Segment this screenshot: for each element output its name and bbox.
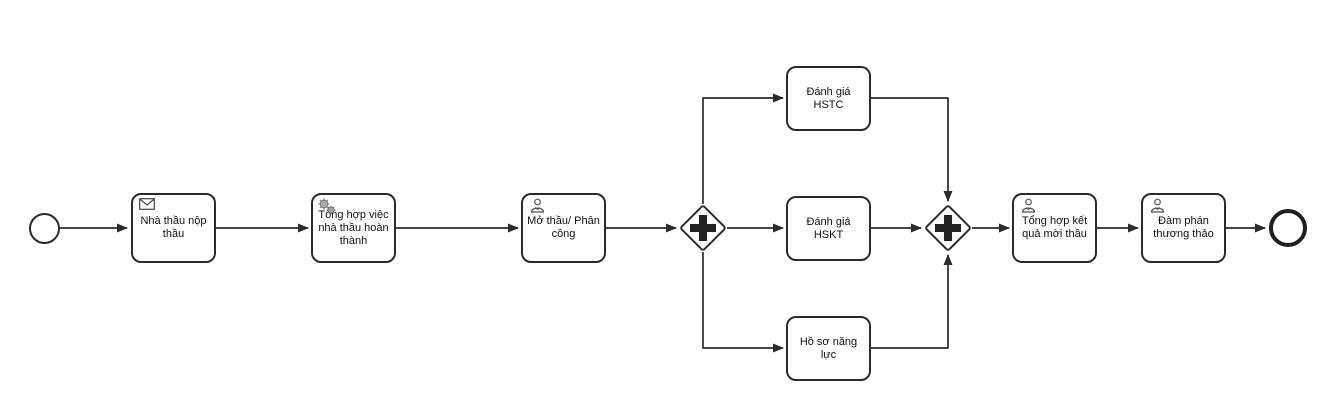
service-gears-icon bbox=[318, 198, 336, 215]
task-negotiation[interactable]: Đàm phán thương thảo bbox=[1141, 193, 1226, 263]
user-icon bbox=[1019, 198, 1037, 214]
parallel-gateway-split[interactable] bbox=[678, 203, 728, 253]
plus-icon bbox=[679, 204, 727, 252]
task-eval-hskt[interactable]: Đánh giá HSKT bbox=[786, 196, 871, 261]
message-envelope-icon bbox=[138, 198, 156, 214]
flow-split-to-capability bbox=[702, 252, 784, 353]
task-label: Nhà thầu nộp thầu bbox=[140, 215, 207, 240]
task-aggregate-completion[interactable]: Tổng hợp việc nhà thầu hoàn thành bbox=[311, 193, 396, 263]
task-label: Đánh giá HSKT bbox=[806, 215, 851, 241]
task-aggregate-results[interactable]: Tổng hợp kết quả mời thầu bbox=[1012, 193, 1097, 263]
start-event[interactable] bbox=[29, 213, 60, 244]
end-event[interactable] bbox=[1269, 209, 1307, 247]
task-label: Tổng hợp kết quả mời thầu bbox=[1021, 215, 1088, 240]
task-submit-bid[interactable]: Nhà thầu nộp thầu bbox=[131, 193, 216, 263]
flow-hstc-to-join bbox=[871, 97, 953, 202]
flow-split-to-hstc bbox=[702, 93, 784, 204]
plus-icon bbox=[924, 204, 972, 252]
task-label: Đàm phán thương thảo bbox=[1153, 215, 1214, 240]
task-capability-profile[interactable]: Hồ sơ năng lực bbox=[786, 316, 871, 381]
parallel-gateway-join[interactable] bbox=[923, 203, 973, 253]
task-open-assign[interactable]: Mở thầu/ Phân công bbox=[521, 193, 606, 263]
task-label: Hồ sơ năng lực bbox=[799, 335, 858, 361]
task-eval-hstc[interactable]: Đánh giá HSTC bbox=[786, 66, 871, 131]
task-label: Tổng hợp việc nhà thầu hoàn thành bbox=[318, 208, 389, 247]
user-icon bbox=[528, 198, 546, 214]
user-icon bbox=[1148, 198, 1166, 214]
task-label: Đánh giá HSTC bbox=[806, 85, 851, 111]
flow-capability-to-join bbox=[871, 254, 953, 349]
task-label: Mở thầu/ Phân công bbox=[527, 215, 600, 240]
